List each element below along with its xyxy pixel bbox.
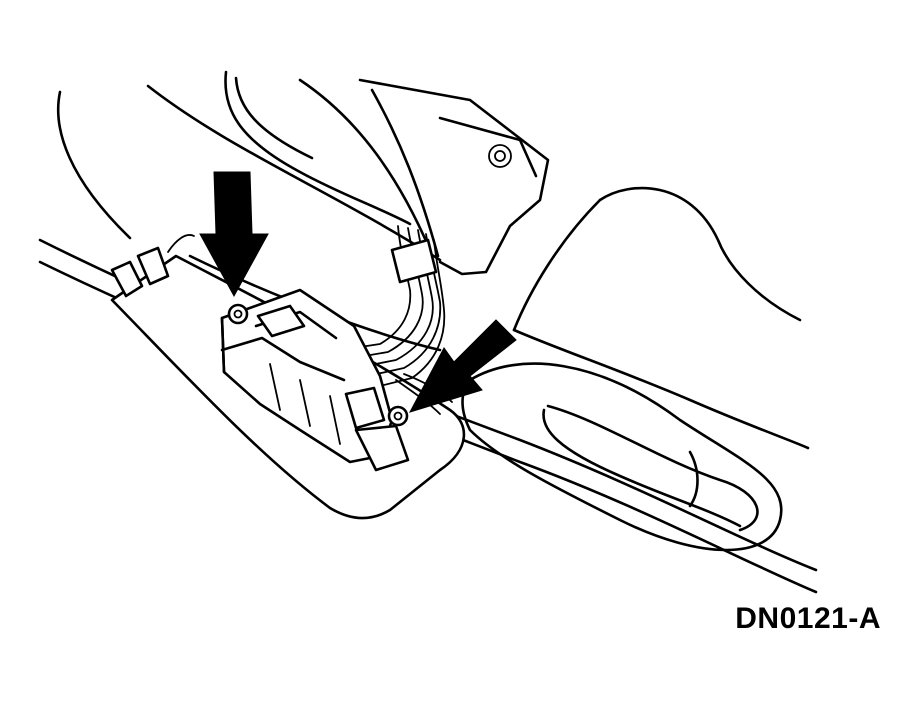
callout-arrow-right-screw [408,319,517,413]
window-switch-module [220,288,410,472]
callout-arrow-left-screw [199,171,269,298]
retaining-screw-right [387,405,409,427]
figure-reference-code: DN0121-A [735,602,881,635]
retaining-screw-left [227,303,249,325]
